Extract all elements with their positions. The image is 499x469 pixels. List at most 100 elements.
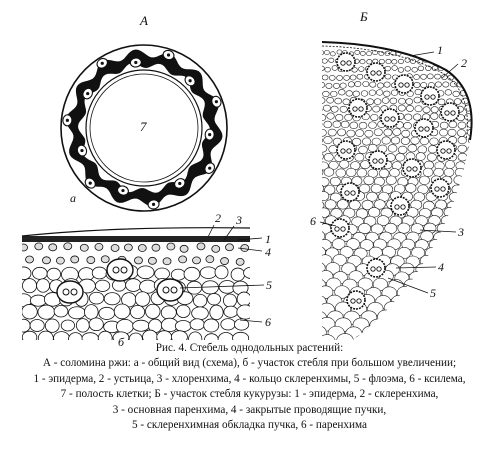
parenchyma-cell — [417, 145, 428, 154]
parenchyma-cell — [456, 207, 469, 219]
parenchyma-cell — [385, 175, 397, 185]
parenchyma-cell — [435, 278, 451, 292]
xylem-vessel — [424, 126, 430, 132]
parenchyma-cell — [411, 67, 418, 73]
parenchyma-cell — [322, 113, 327, 122]
xylem-vessel — [162, 286, 170, 294]
parenchyma-cell — [322, 81, 326, 88]
parenchyma-cell — [336, 199, 349, 210]
parenchyma-cell — [337, 128, 347, 137]
parenchyma-cell — [338, 89, 346, 96]
parenchyma-cell — [464, 113, 472, 121]
parenchyma-cell — [220, 318, 236, 331]
parenchyma-cell — [420, 73, 427, 80]
panel-b-title: Б — [360, 9, 368, 24]
parenchyma-cell — [400, 136, 411, 145]
parenchyma-cell — [162, 257, 172, 266]
parenchyma-cell — [434, 73, 441, 80]
parenchyma-cell — [129, 304, 146, 320]
parenchyma-cell — [376, 89, 384, 96]
parenchyma-cell — [404, 66, 411, 72]
section-letter: б — [118, 335, 125, 349]
parenchyma-cell — [460, 191, 472, 202]
parenchyma-cell — [32, 266, 48, 280]
parenchyma-cell — [453, 246, 468, 259]
parenchyma-cell — [370, 183, 382, 194]
parenchyma-cell — [42, 256, 51, 265]
parenchyma-cell — [473, 193, 484, 202]
parenchyma-cell — [445, 285, 461, 299]
parenchyma-cell — [469, 271, 472, 284]
parenchyma-cell — [468, 207, 472, 218]
parenchyma-cell — [145, 303, 161, 319]
closed-vascular-bundle — [390, 196, 410, 216]
parenchyma-cell — [445, 309, 462, 324]
parenchyma-cell — [29, 294, 47, 307]
xylem-vessel — [384, 116, 390, 122]
parenchyma-cell — [339, 105, 348, 113]
parenchyma-cell — [377, 82, 385, 89]
parenchyma-cell — [342, 98, 351, 106]
parenchyma-cell — [390, 89, 399, 96]
parenchyma-cell — [466, 277, 472, 291]
bundle-core — [214, 100, 218, 104]
parenchyma-cell — [455, 294, 472, 309]
parenchyma-cell — [223, 305, 239, 318]
parenchyma-cell — [179, 244, 189, 253]
parenchyma-cell — [335, 114, 344, 122]
xylem-vessel — [400, 204, 406, 210]
parenchyma-cell — [397, 325, 415, 340]
callout-b-2: 2 — [461, 56, 467, 70]
figure-area: А Б 7 а б 2 3 1 4 5 6 1 2 3 4 5 6 — [21, 9, 484, 352]
parenchyma-cell — [373, 199, 386, 210]
parenchyma-cell — [134, 291, 151, 307]
parenchyma-cell — [48, 243, 58, 252]
callout-b-1: 1 — [437, 43, 443, 57]
parenchyma-cell — [322, 207, 330, 218]
rye-stem-section-detail — [22, 227, 250, 352]
closed-vascular-bundle — [366, 258, 386, 278]
parenchyma-cell — [404, 57, 411, 63]
parenchyma-cell — [134, 256, 143, 265]
parenchyma-cell — [63, 242, 73, 251]
parenchyma-cell — [192, 256, 201, 265]
parenchyma-cell — [463, 183, 472, 194]
xylem-vessel — [340, 60, 346, 66]
parenchyma-cell — [322, 65, 325, 72]
parenchyma-cell — [326, 96, 334, 104]
parenchyma-cell — [191, 306, 209, 321]
closed-vascular-bundle — [346, 290, 366, 310]
parenchyma-cell — [369, 81, 377, 88]
parenchyma-cell — [442, 238, 457, 250]
caption-line: 5 - склеренхимная обкладка пучка, 6 - па… — [132, 419, 367, 432]
parenchyma-cell — [467, 144, 472, 154]
xylem-vessel — [120, 266, 128, 274]
parenchyma-cell — [429, 137, 439, 146]
parenchyma-cell — [323, 167, 335, 177]
parenchyma-cell — [322, 177, 330, 187]
parenchyma-cell — [366, 191, 378, 202]
parenchyma-cell — [394, 309, 411, 324]
parenchyma-cell — [384, 65, 391, 72]
caption-line: 3 - основная паренхима, 4 - закрытые про… — [112, 403, 387, 416]
parenchyma-cell — [79, 243, 89, 252]
parenchyma-cell — [356, 73, 364, 80]
parenchyma-cell — [343, 75, 350, 81]
parenchyma-cell — [220, 257, 229, 265]
parenchyma-cell — [178, 255, 188, 264]
parenchyma-cell — [156, 330, 173, 344]
parenchyma-cell — [322, 120, 323, 128]
parenchyma-cell — [100, 255, 110, 264]
xylem-vessel — [418, 126, 424, 132]
parenchyma-cell — [454, 269, 470, 283]
parenchyma-cell — [344, 113, 353, 121]
parenchyma-cell — [323, 104, 331, 112]
parenchyma-cell — [322, 74, 323, 81]
parenchyma-cell — [439, 121, 449, 130]
parenchyma-cell — [322, 144, 328, 153]
parenchyma-cell — [442, 81, 450, 88]
xylem-vessel — [370, 70, 376, 76]
parenchyma-cell — [123, 243, 133, 252]
xylem-vessel — [62, 288, 70, 296]
parenchyma-cell — [345, 167, 357, 177]
